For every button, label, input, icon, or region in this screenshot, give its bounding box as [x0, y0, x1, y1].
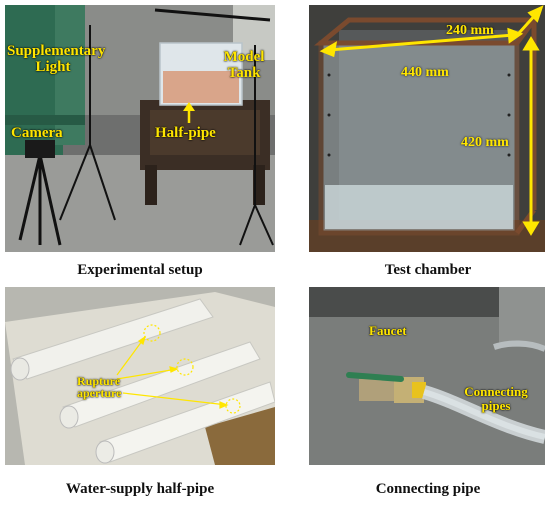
photo-test-chamber: 240 mm 440 mm 420 mm: [309, 5, 545, 252]
label-half-pipe: Half-pipe: [155, 125, 216, 141]
caption-connecting-pipe: Connecting pipe: [375, 481, 481, 497]
caption-water-supply-half-pipe: Water-supply half-pipe: [65, 481, 215, 497]
label-supplementary-light: Supplementary Light: [7, 43, 106, 75]
label-supplementary-line2: Light: [35, 59, 71, 75]
dimension-width: 440 mm: [401, 65, 449, 80]
test-chamber-illustration: [309, 5, 545, 252]
dimension-depth: 240 mm: [446, 23, 494, 38]
label-supplementary-line1: Supplementary: [7, 43, 106, 59]
half-pipe-illustration: [5, 287, 275, 465]
photo-experimental-setup: Supplementary Light Model Tank Camera Ha…: [5, 5, 275, 252]
label-rupture-aperture: Rupture aperture: [77, 375, 121, 399]
label-tank-line2: Tank: [227, 65, 261, 81]
dimension-height: 420 mm: [461, 135, 509, 150]
connecting-pipe-illustration: [309, 287, 545, 465]
photo-water-supply-half-pipe: Rupture aperture: [5, 287, 275, 465]
label-rupture-line1: Rupture: [77, 374, 121, 388]
label-aperture-line2: aperture: [77, 386, 122, 400]
caption-test-chamber: Test chamber: [384, 262, 472, 278]
label-camera: Camera: [11, 125, 63, 141]
label-model-tank: Model Tank: [219, 49, 269, 81]
experimental-setup-illustration: [5, 5, 275, 252]
label-pipes-line2: pipes: [481, 398, 511, 413]
label-model-line1: Model: [223, 49, 265, 65]
label-connecting-pipes: Connecting pipes: [454, 385, 538, 413]
label-connecting-line1: Connecting: [464, 384, 528, 399]
photo-connecting-pipe: Faucet Connecting pipes: [309, 287, 545, 465]
label-faucet: Faucet: [369, 323, 407, 338]
caption-experimental-setup: Experimental setup: [77, 262, 203, 278]
